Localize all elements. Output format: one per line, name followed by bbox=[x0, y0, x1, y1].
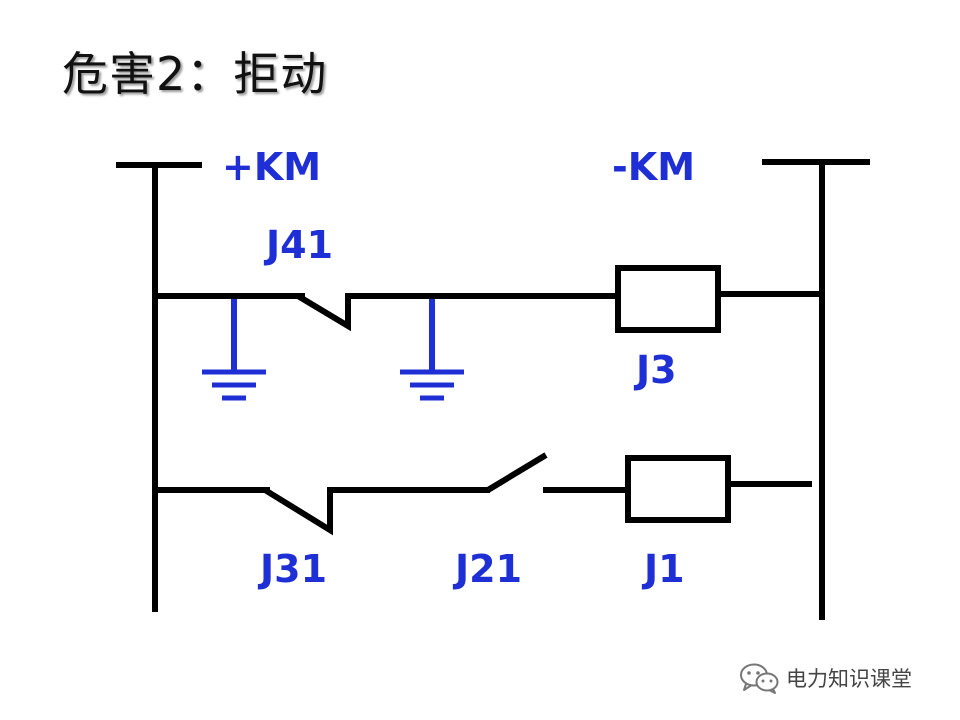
coil-j1 bbox=[625, 455, 731, 523]
contact-j21 bbox=[486, 452, 548, 493]
contact-j41 bbox=[296, 293, 351, 332]
watermark-text: 电力知识课堂 bbox=[786, 667, 912, 691]
watermark: 电力知识课堂 bbox=[738, 660, 912, 696]
contact-j41-label: J41 bbox=[263, 223, 333, 267]
bus-negative-label: -KM bbox=[612, 145, 695, 189]
wechat-icon bbox=[740, 663, 779, 694]
coil-j1-label: J1 bbox=[641, 547, 685, 591]
page-title: 危害2：拒动 bbox=[62, 47, 328, 101]
contact-j31 bbox=[263, 487, 333, 536]
contact-j31-label: J31 bbox=[257, 547, 327, 591]
ground-symbol-right bbox=[400, 299, 464, 401]
contact-j21-label: J21 bbox=[452, 547, 522, 591]
bus-positive-label: +KM bbox=[222, 145, 321, 189]
ground-symbol-left bbox=[202, 299, 266, 401]
coil-j3 bbox=[615, 265, 721, 333]
coil-j3-label: J3 bbox=[633, 348, 677, 392]
